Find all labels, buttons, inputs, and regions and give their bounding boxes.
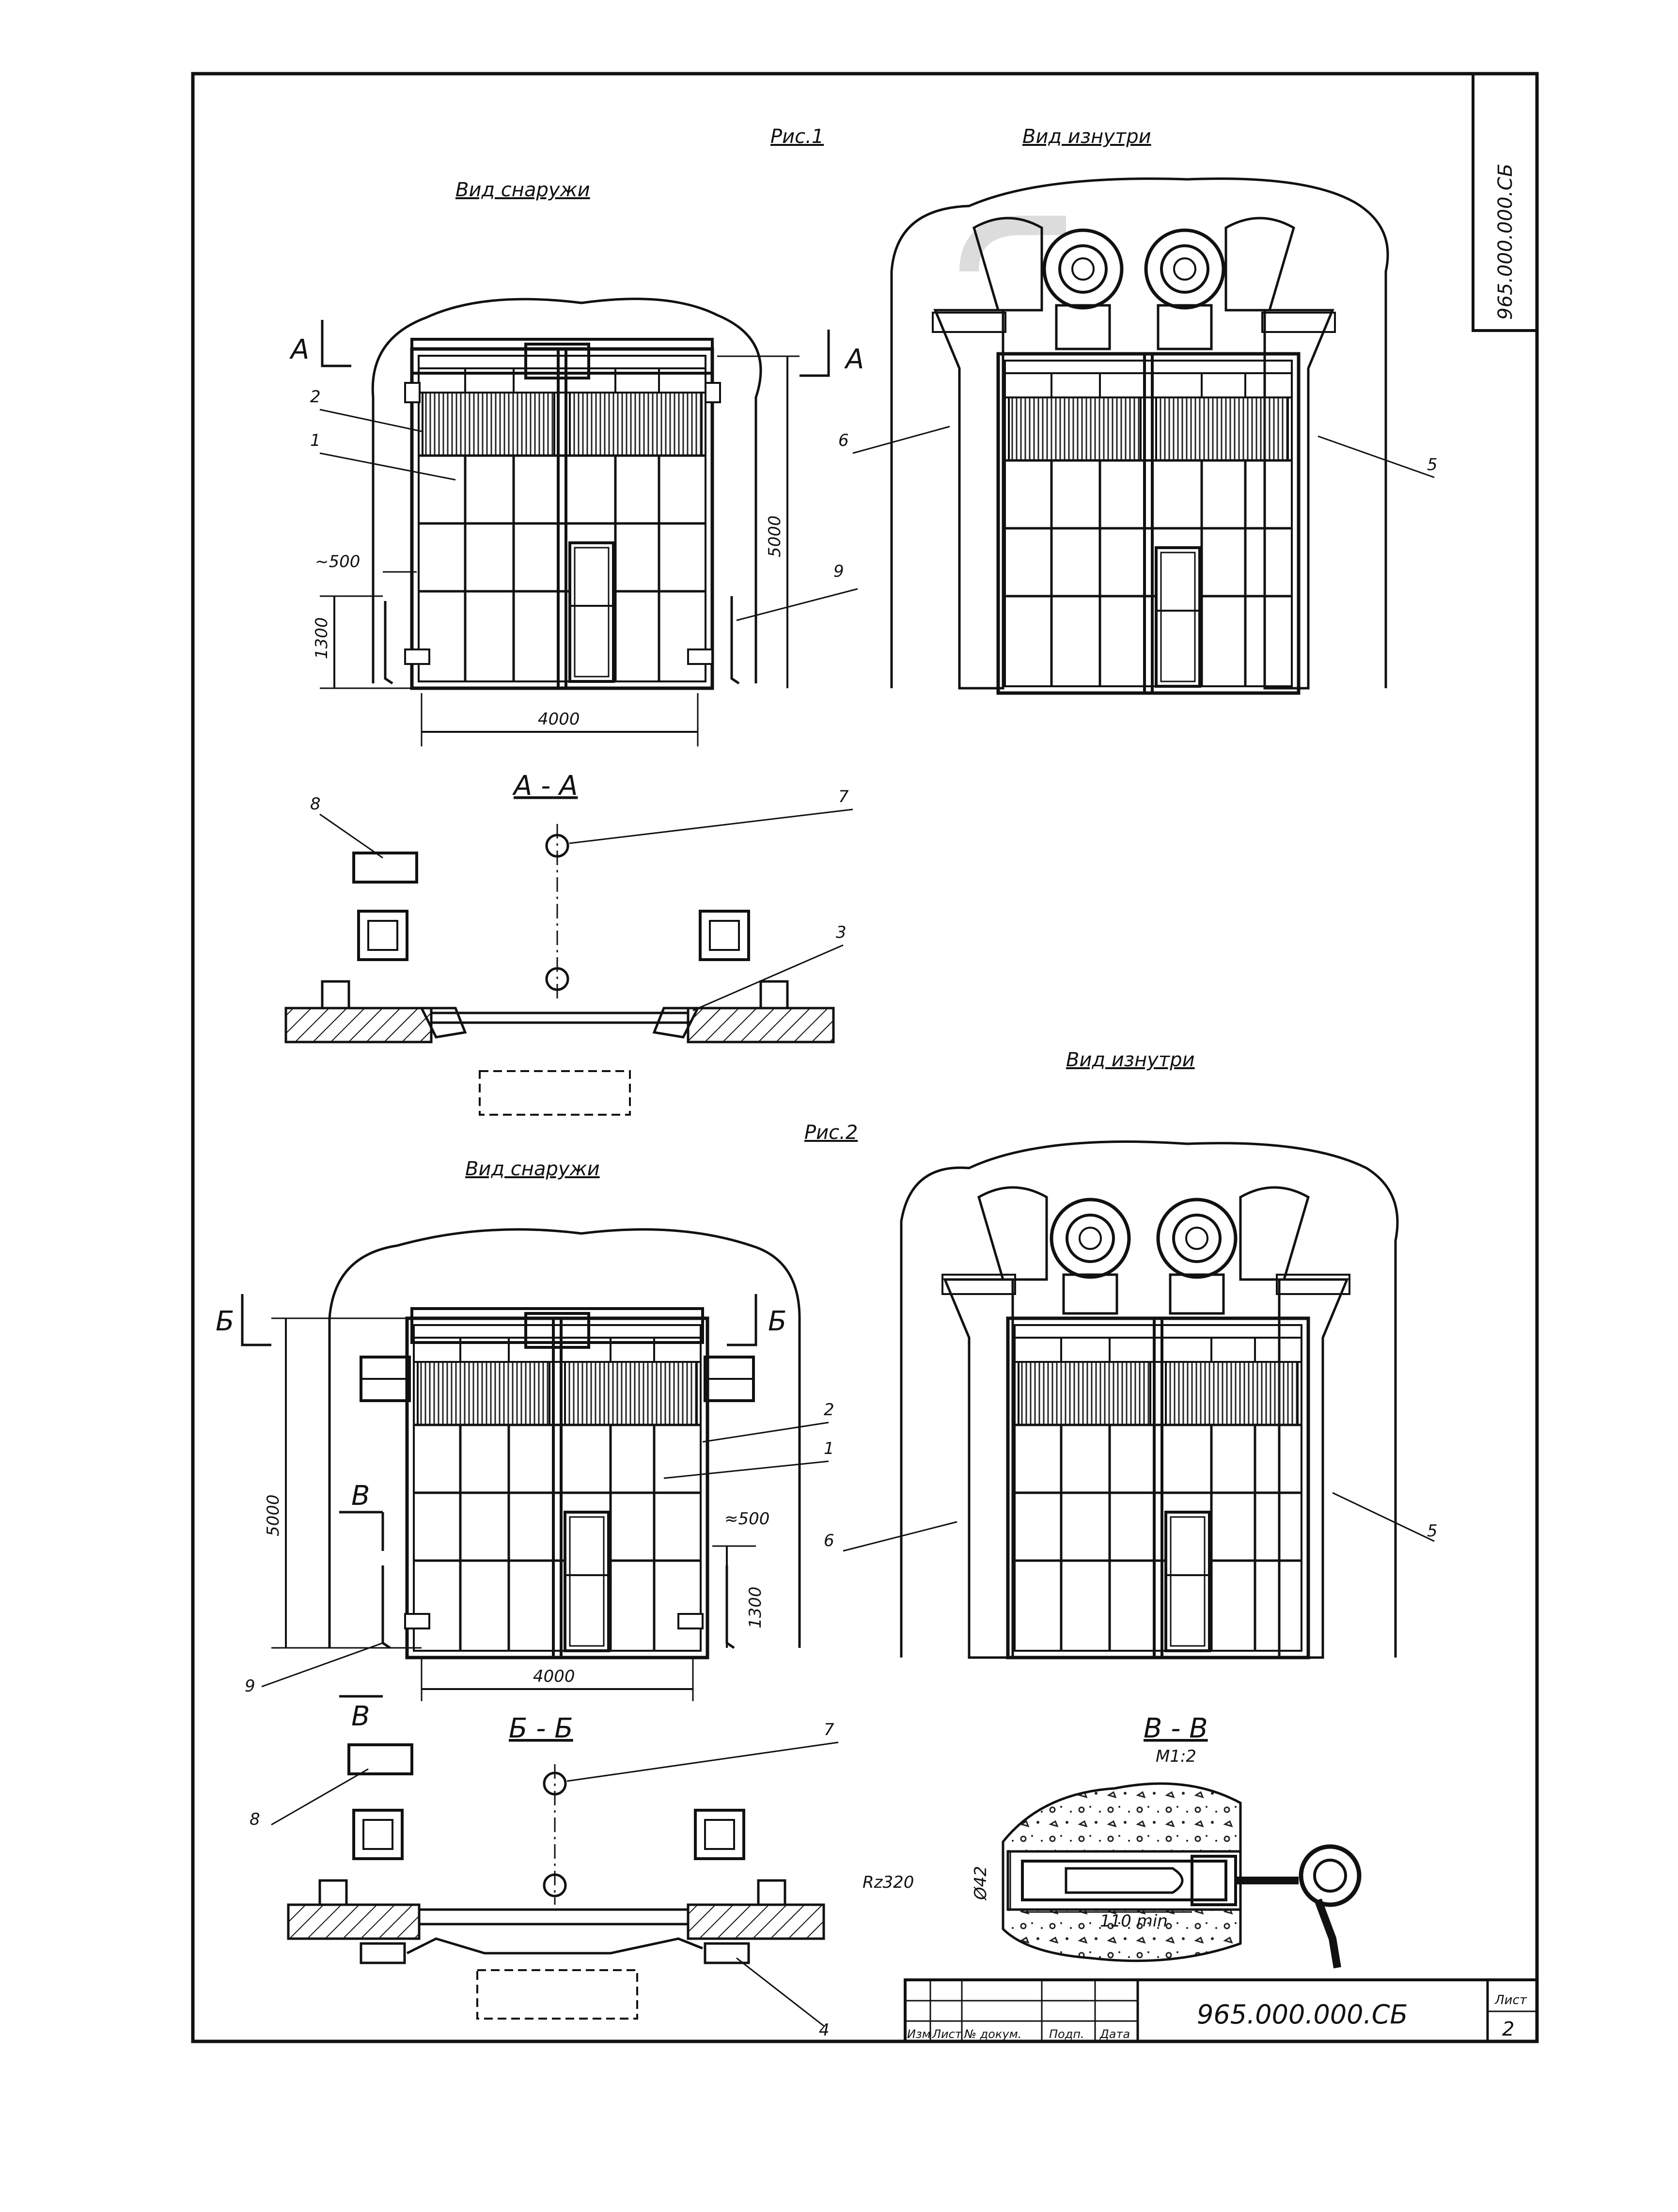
fig1-section-title: А - А xyxy=(512,770,578,802)
fig2-outside-gate xyxy=(407,1318,707,1658)
fig2-callout-5: 5 xyxy=(1427,1521,1438,1541)
fig2-detail-ring xyxy=(1299,1844,1362,1907)
title-block-header-3: Подп. xyxy=(1049,2027,1084,2041)
fig2-inside-label: Вид изнутри xyxy=(1066,1049,1195,1071)
fig2-dim-width: 4000 xyxy=(533,1667,575,1686)
fig2-callout-1: 1 xyxy=(824,1439,834,1458)
fig2-section-BB: Б - Б 8 7 4 xyxy=(250,1713,839,2040)
fig2-section-mark-left: Б xyxy=(216,1306,234,1337)
fig2-callout-2: 2 xyxy=(824,1400,834,1420)
fig1-hinge-top-right xyxy=(705,382,721,403)
fig1-hinge-top-left xyxy=(404,382,421,403)
fig2-section-callout-4: 4 xyxy=(819,2021,830,2040)
fig1-dim-width: 4000 xyxy=(538,710,580,729)
fig2-section-wall-right xyxy=(687,1903,825,1940)
fig2-detail-depth: 110 min xyxy=(1100,1912,1168,1931)
fig1-section-callout-8: 8 xyxy=(310,794,321,814)
fig2-callout-6: 6 xyxy=(824,1531,834,1550)
fig1-section-wall-left xyxy=(284,1007,433,1043)
fig2-section-mark-right: Б xyxy=(768,1306,786,1337)
fig1-section-AA: А - А 8 7 3 xyxy=(284,770,853,1116)
fig1-outside-label: Вид снаружи xyxy=(455,179,590,201)
side-stamp: 965.000.000.СБ xyxy=(1472,72,1538,332)
title-block-sheet-number: 2 xyxy=(1502,2018,1514,2040)
fig2-section-title: Б - Б xyxy=(509,1713,573,1744)
fig2-outside-lintel xyxy=(410,1307,704,1344)
fig2-section-callout-8: 8 xyxy=(250,1810,260,1829)
title-block-header-1: Лист xyxy=(932,2027,962,2041)
fig2-dim-bar-height: 1300 xyxy=(746,1586,765,1628)
title-block: Изм Лист № докум. Подп. Дата 965.000.000… xyxy=(904,1978,1538,2043)
title-block-header-2: № докум. xyxy=(963,2027,1021,2041)
fig1-outside-gate xyxy=(412,349,712,688)
fig1-fan-left xyxy=(1042,228,1124,310)
fig2-inside-view: Вид изнутри 6 5 xyxy=(824,1049,1438,1658)
fig2-outside-view: Рис.2 Вид снаружи Б Б В В 4000 5000 xyxy=(216,1122,858,1732)
fig1-inside-label: Вид изнутри xyxy=(1022,126,1151,148)
fig2-section-wall-left xyxy=(287,1903,421,1940)
fig1-outside-view: Рис.1 Вид снаружи А А 4000 5000 1300 ~50… xyxy=(289,126,864,746)
fig1-fan-right xyxy=(1144,228,1225,310)
fig1-callout-6: 6 xyxy=(838,431,849,450)
fig1-inside-opening-outline xyxy=(890,177,1389,688)
fig2-section-callout-7: 7 xyxy=(824,1720,834,1739)
title-block-code: 965.000.000.СБ xyxy=(1197,1999,1408,2030)
fig2-outside-label: Вид снаружи xyxy=(465,1158,600,1180)
side-stamp-code: 965.000.000.СБ xyxy=(1494,163,1517,320)
fig1-dim-height: 5000 xyxy=(765,515,784,557)
fig1-inside-view: Вид изнутри 6 5 xyxy=(838,126,1438,693)
fig2-detail-mark-bottom: В xyxy=(351,1701,370,1732)
fig2-dim-side-offset: ≈500 xyxy=(724,1509,769,1529)
fig1-hinge-bottom-right xyxy=(687,648,713,665)
fig2-detail-title: В - В xyxy=(1144,1713,1208,1744)
fig2-fan-left xyxy=(1050,1198,1131,1279)
fig1-callout-2: 2 xyxy=(310,387,321,407)
fig1-title: Рис.1 xyxy=(770,126,824,148)
sheet-frame xyxy=(191,72,1539,2043)
fig1-section-dashed-box xyxy=(479,1070,631,1116)
fig2-detail-VV: В - В М1:2 Rz320 Ø42 110 min xyxy=(863,1713,1362,1969)
fig2-title: Рис.2 xyxy=(804,1122,858,1144)
fig1-outside-opening-outline xyxy=(371,298,762,683)
fig2-dim-height: 5000 xyxy=(264,1494,283,1536)
fig2-inside-opening-outline xyxy=(900,1140,1399,1658)
fig2-detail-scale: М1:2 xyxy=(1156,1747,1196,1766)
title-block-header-0: Изм xyxy=(907,2027,931,2041)
fig1-section-wall-right xyxy=(687,1007,835,1043)
fig2-section-dashed-box xyxy=(476,1969,638,2020)
fig2-detail-roughness: Rz320 xyxy=(863,1873,914,1892)
fig1-callout-1: 1 xyxy=(310,431,321,450)
fig2-inside-gate xyxy=(1008,1318,1308,1658)
fig1-section-box-8 xyxy=(352,852,418,884)
fig1-dim-side-offset: ~500 xyxy=(315,552,360,571)
fig1-section-mark-left: А xyxy=(289,334,309,365)
fig1-duct-left xyxy=(959,216,1066,272)
fig1-inside-gate xyxy=(998,354,1299,693)
fig2-outside-tower xyxy=(524,1312,590,1349)
title-block-header-4: Дата xyxy=(1099,2027,1130,2041)
title-block-sheet-label: Лист xyxy=(1494,1993,1527,2007)
fig2-section-box-8 xyxy=(347,1743,413,1775)
fig2-outside-opening-outline xyxy=(328,1228,801,1648)
fig1-callout-5: 5 xyxy=(1427,455,1438,474)
fig1-callout-9: 9 xyxy=(833,562,844,581)
fig1-hinge-bottom-left xyxy=(404,648,430,665)
fig1-section-mark-right: А xyxy=(844,344,864,375)
fig2-fan-right xyxy=(1156,1198,1238,1279)
fig1-section-callout-7: 7 xyxy=(838,787,849,806)
fig1-dim-bar-height: 1300 xyxy=(312,617,331,659)
fig2-callout-9: 9 xyxy=(245,1676,255,1696)
fig1-section-callout-3: 3 xyxy=(836,923,847,942)
fig2-detail-mark-top: В xyxy=(351,1480,370,1512)
fig2-detail-diameter: Ø42 xyxy=(971,1866,990,1901)
